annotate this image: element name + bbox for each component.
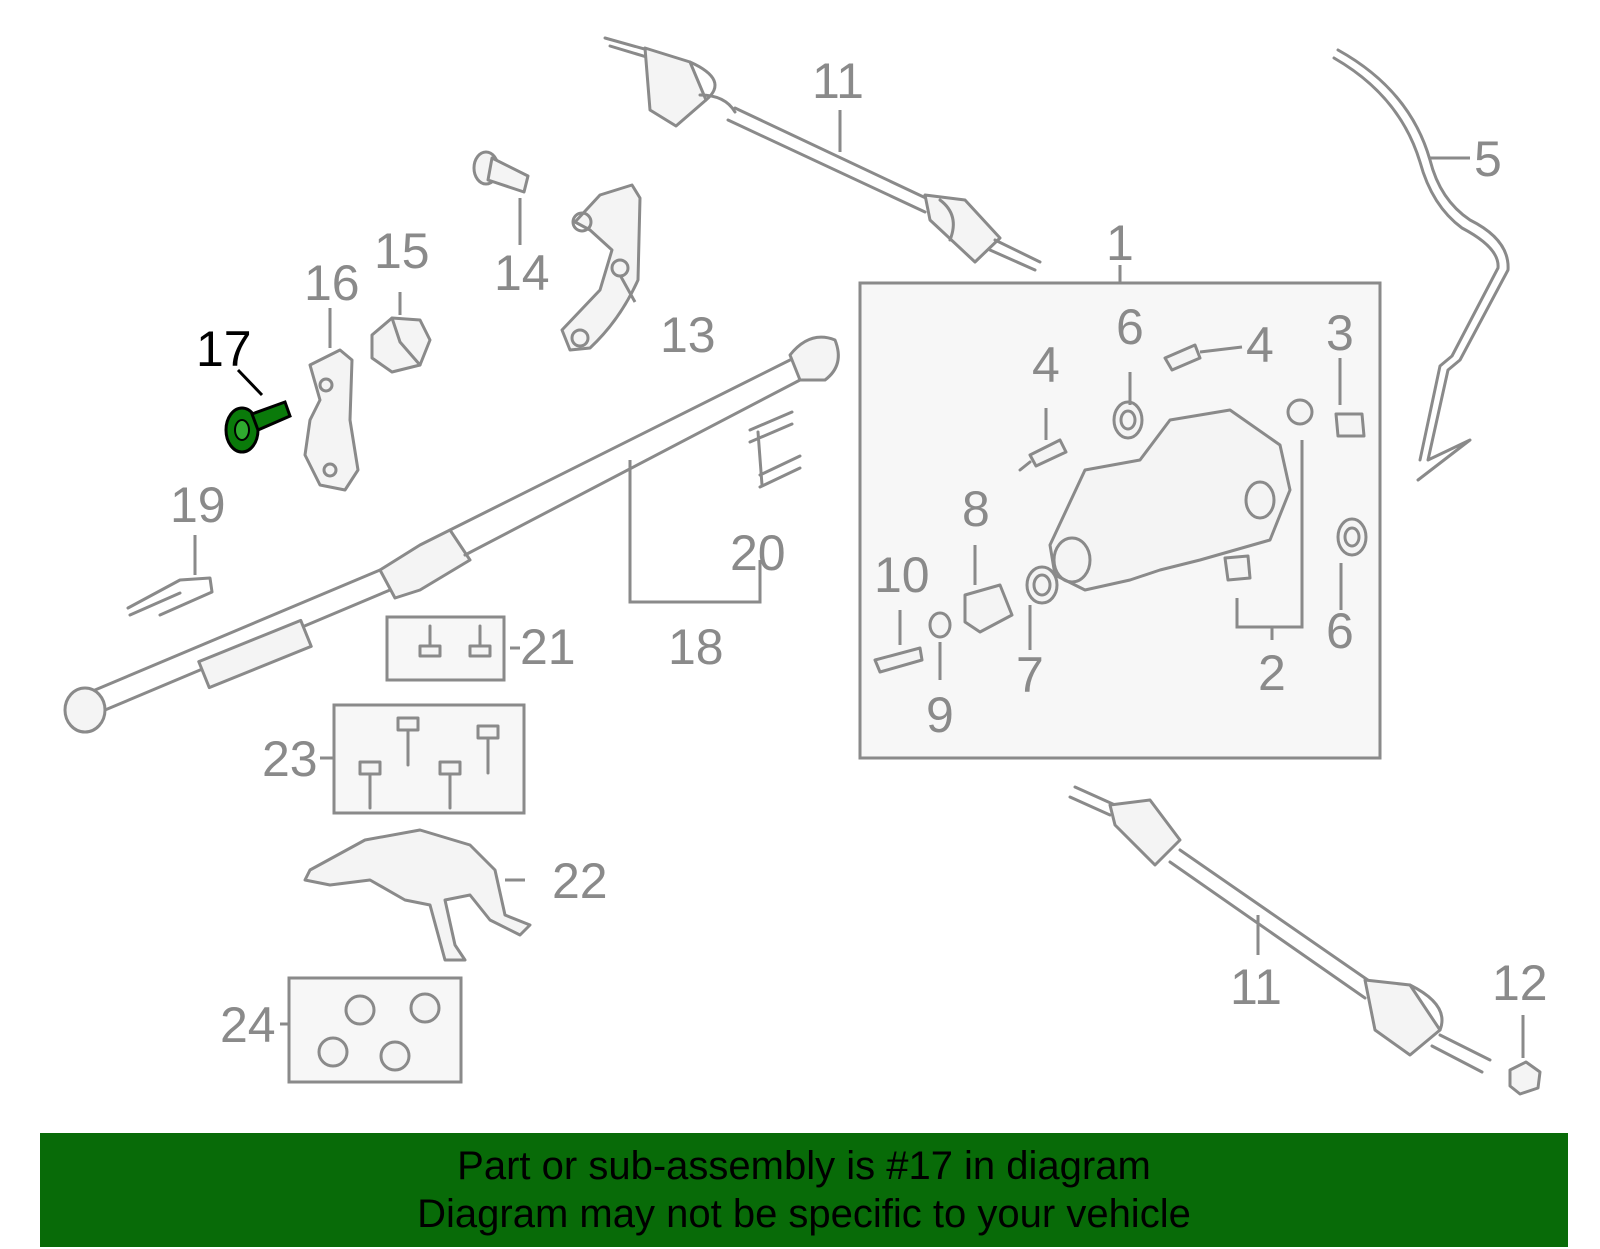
nuts-24-icon bbox=[317, 992, 441, 1072]
callout-21: 21 bbox=[520, 619, 576, 675]
differential-icon bbox=[873, 343, 1368, 674]
callout-3: 3 bbox=[1326, 305, 1354, 361]
link-20-icon bbox=[748, 410, 802, 489]
nut-kit-24-box bbox=[287, 976, 463, 1084]
propeller-shaft-18-icon bbox=[63, 335, 840, 734]
bolts-23-icon bbox=[358, 716, 500, 810]
callout-labels: 1 2 3 4 4 5 6 6 7 8 9 10 11 11 12 13 14 … bbox=[170, 53, 1548, 1053]
callout-6a: 6 bbox=[1116, 299, 1144, 355]
bracket-13-icon bbox=[560, 183, 642, 352]
callout-24: 24 bbox=[220, 997, 276, 1053]
callout-12: 12 bbox=[1492, 955, 1548, 1011]
axle-shaft-upper-icon bbox=[603, 36, 1042, 272]
callout-22: 22 bbox=[552, 853, 608, 909]
callout-6b: 6 bbox=[1326, 603, 1354, 659]
banner-line-1: Part or sub-assembly is #17 in diagram bbox=[457, 1144, 1151, 1188]
info-banner: Part or sub-assembly is #17 in diagram D… bbox=[40, 1133, 1568, 1247]
bolts-21-icon bbox=[418, 624, 492, 658]
leader-lines bbox=[193, 110, 1525, 1058]
callout-19: 19 bbox=[170, 477, 226, 533]
callout-18: 18 bbox=[668, 619, 724, 675]
callout-13: 13 bbox=[660, 307, 716, 363]
bracket-16-icon bbox=[303, 348, 360, 492]
bolt-17-highlighted-icon bbox=[224, 400, 292, 454]
callout-4b: 4 bbox=[1246, 317, 1274, 373]
callout-17: 17 bbox=[196, 321, 252, 377]
callout-20: 20 bbox=[730, 525, 786, 581]
callout-9: 9 bbox=[926, 687, 954, 743]
cable-icon bbox=[1336, 48, 1510, 482]
axle-shaft-lower-icon bbox=[1068, 785, 1492, 1074]
callout-23: 23 bbox=[262, 731, 318, 787]
bolt-14-icon bbox=[472, 150, 530, 194]
callout-5: 5 bbox=[1474, 131, 1502, 187]
bracket-22-icon bbox=[303, 828, 532, 962]
banner-line-2: Diagram may not be specific to your vehi… bbox=[417, 1192, 1191, 1236]
callout-8: 8 bbox=[962, 481, 990, 537]
callout-10: 10 bbox=[874, 547, 930, 603]
callout-14: 14 bbox=[494, 245, 550, 301]
callout-11b: 11 bbox=[1230, 959, 1282, 1015]
callout-15: 15 bbox=[374, 223, 430, 279]
nut-12-icon bbox=[1508, 1060, 1542, 1096]
callout-7: 7 bbox=[1016, 647, 1044, 703]
clip-19-icon bbox=[126, 576, 214, 617]
callout-4a: 4 bbox=[1032, 337, 1060, 393]
callout-2: 2 bbox=[1258, 645, 1286, 701]
bolt-kit-23-box bbox=[332, 703, 526, 815]
callout-11a: 11 bbox=[812, 53, 864, 109]
callout-16: 16 bbox=[304, 255, 360, 311]
callout-1: 1 bbox=[1106, 215, 1134, 271]
